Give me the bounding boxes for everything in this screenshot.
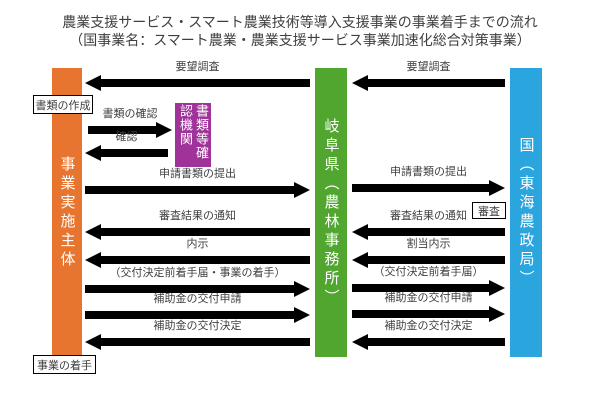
arrowhead-left-icon — [85, 334, 101, 350]
arrowhead-left-icon — [352, 252, 368, 268]
arrow-left-application-submit: 申請書類の提出 — [85, 168, 310, 198]
arrow-right-line — [85, 307, 310, 323]
arrow-label: 補助金の交付決定 — [384, 320, 473, 332]
arrow-label: 内示 — [186, 238, 209, 250]
arrow-left-review-result-notice: 審査結果の通知 — [85, 210, 310, 240]
arrow-confirm: 確認 — [85, 131, 168, 161]
arrow-left-pre-grant-start: （交付決定前着手届・事業の着手） — [85, 267, 310, 297]
arrow-label: 審査結果の通知 — [390, 210, 467, 222]
arrow-shaft — [101, 338, 310, 346]
arrow-left-line — [85, 75, 310, 91]
arrowhead-right-icon — [294, 281, 310, 297]
arrow-shaft — [85, 285, 294, 293]
arrow-right-line — [85, 182, 310, 198]
document-check-organization-label: 書類等確認機関 — [178, 104, 209, 160]
arrow-left-line — [85, 145, 168, 161]
arrowhead-left-icon — [85, 224, 101, 240]
arrow-shaft — [101, 149, 168, 157]
arrow-shaft — [88, 126, 156, 134]
arrow-left-request-survey: 要望調査 — [85, 61, 310, 91]
arrow-right-review-result-notice: 審査結果の通知 — [352, 210, 505, 240]
arrow-label: 確認 — [115, 131, 138, 143]
arrow-shaft — [85, 186, 294, 194]
arrow-left-line — [352, 334, 505, 350]
note-box-examination-label: 審査 — [478, 205, 500, 218]
arrow-left-line — [352, 75, 505, 91]
arrow-right-line — [352, 280, 505, 296]
arrow-right-application-submit: 申請書類の提出 — [352, 166, 505, 196]
arrow-left-subsidy-decision: 補助金の交付決定 — [85, 320, 310, 350]
arrowhead-right-icon — [156, 122, 172, 138]
arrow-right-line — [88, 122, 172, 138]
arrowhead-right-icon — [489, 180, 505, 196]
arrow-right-request-survey: 要望調査 — [352, 61, 505, 91]
arrow-shaft — [352, 284, 489, 292]
arrowhead-right-icon — [294, 307, 310, 323]
bar-implementer: 事業実施主体 — [52, 68, 82, 357]
arrowhead-right-icon — [489, 306, 505, 322]
arrow-label: 書類の確認 — [102, 108, 158, 120]
note-box-document-creation-label: 書類の作成 — [35, 99, 91, 112]
arrow-right-pre-grant-start-report: （交付決定前着手届） — [352, 266, 505, 296]
arrow-label: 要望調査 — [175, 61, 220, 73]
arrow-right-subsidy-application: 補助金の交付申請 — [352, 292, 505, 322]
note-box-examination: 審査 — [472, 202, 506, 219]
arrowhead-left-icon — [85, 145, 101, 161]
arrow-shaft — [368, 338, 505, 346]
arrow-label: 補助金の交付決定 — [153, 320, 242, 332]
arrowhead-left-icon — [85, 75, 101, 91]
arrow-left-subsidy-application: 補助金の交付申請 — [85, 293, 310, 323]
arrow-right-line — [85, 281, 310, 297]
arrow-shaft — [101, 79, 310, 87]
arrow-label: （交付決定前着手届・事業の着手） — [109, 267, 286, 279]
note-box-project-start-label: 事業の着手 — [37, 359, 92, 372]
arrow-right-line — [352, 180, 505, 196]
arrow-label: 審査結果の通知 — [159, 210, 236, 222]
arrow-label: 要望調査 — [406, 61, 451, 73]
arrow-label: 申請書類の提出 — [390, 166, 467, 178]
arrow-label: 割当内示 — [406, 238, 451, 250]
bar-nation: 国（東海農政局） — [510, 68, 542, 357]
arrow-shaft — [352, 310, 489, 318]
diagram-title: 農業支援サービス・スマート農業技術等導入支援事業の事業着手までの流れ （国事業名… — [0, 13, 600, 49]
arrow-shaft — [101, 228, 310, 236]
arrow-left-line — [85, 334, 310, 350]
arrow-label: 申請書類の提出 — [159, 168, 236, 180]
arrow-allocation-informal-notice: 割当内示 — [352, 238, 505, 268]
arrow-shaft — [368, 256, 505, 264]
arrow-left-line — [352, 252, 505, 268]
arrowhead-left-icon — [352, 75, 368, 91]
document-check-organization-box: 書類等確認機関 — [175, 103, 211, 167]
arrow-right-subsidy-decision: 補助金の交付決定 — [352, 320, 505, 350]
note-box-project-start: 事業の着手 — [33, 355, 96, 374]
arrow-shaft — [101, 256, 310, 264]
arrowhead-left-icon — [85, 252, 101, 268]
arrow-document-check: 書類の確認 — [88, 108, 172, 138]
arrow-shaft — [352, 184, 489, 192]
arrow-shaft — [368, 228, 505, 236]
arrowhead-right-icon — [489, 280, 505, 296]
arrow-left-line — [85, 224, 310, 240]
title-line-1: 農業支援サービス・スマート農業技術等導入支援事業の事業着手までの流れ — [62, 14, 538, 30]
arrow-shaft — [368, 79, 505, 87]
arrow-left-informal-notice: 内示 — [85, 238, 310, 268]
arrow-left-line — [352, 224, 505, 240]
arrowhead-right-icon — [294, 182, 310, 198]
bar-prefecture: 岐阜県（農林事務所） — [315, 68, 347, 357]
note-box-document-creation: 書類の作成 — [33, 95, 93, 114]
arrowhead-left-icon — [352, 334, 368, 350]
arrow-shaft — [85, 311, 294, 319]
arrow-label: （交付決定前着手届） — [373, 266, 484, 278]
arrow-left-line — [85, 252, 310, 268]
arrow-right-line — [352, 306, 505, 322]
bar-implementer-label: 事業実施主体 — [58, 155, 76, 270]
arrow-label: 補助金の交付申請 — [153, 293, 242, 305]
bar-nation-label: 国（東海農政局） — [517, 136, 535, 289]
title-line-2: （国事業名：スマート農業・農業支援サービス事業加速化総合対策事業） — [69, 32, 531, 48]
arrow-label: 補助金の交付申請 — [384, 292, 473, 304]
bar-prefecture-label: 岐阜県（農林事務所） — [322, 117, 340, 308]
arrowhead-left-icon — [352, 224, 368, 240]
